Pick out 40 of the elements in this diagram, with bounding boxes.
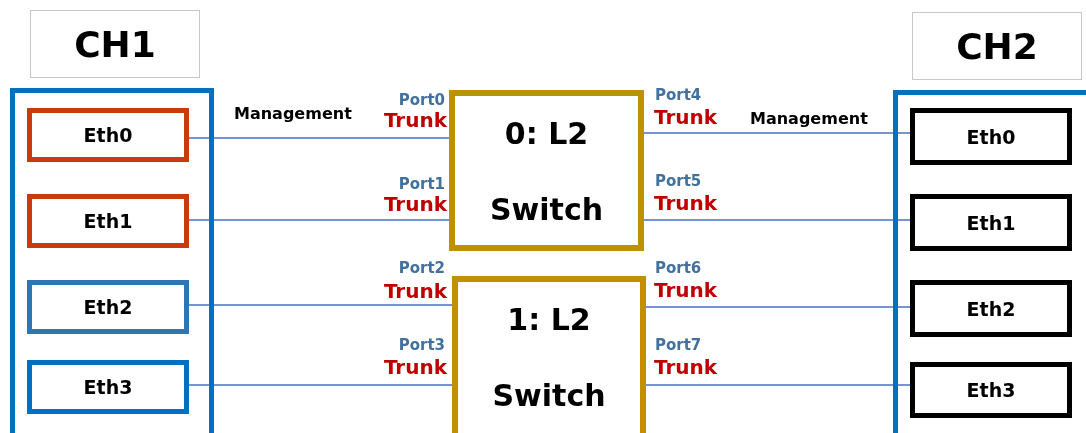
interface-box: Eth2	[27, 280, 189, 334]
interface-box: Eth0	[27, 108, 189, 162]
link-line	[643, 219, 911, 221]
host-frame	[10, 88, 214, 433]
port-label: Port1	[398, 176, 445, 193]
host-heading: CH1	[30, 10, 200, 78]
interface-box: Eth3	[27, 360, 189, 414]
switch-box: 1: L2 Switch	[452, 276, 646, 433]
port-label: Port5	[655, 173, 702, 190]
mode-label: Trunk	[383, 193, 447, 215]
mode-label: Trunk	[654, 106, 718, 128]
interface-box: Eth0	[910, 108, 1072, 165]
port-label: Port2	[398, 260, 445, 277]
host-heading: CH2	[912, 12, 1082, 80]
port-label: Port4	[655, 87, 702, 104]
host-frame	[893, 90, 1086, 433]
mode-label: Trunk	[654, 279, 718, 301]
interface-box: Eth1	[910, 194, 1072, 251]
interface-box: Eth3	[910, 362, 1072, 418]
link-line	[188, 384, 453, 386]
edge-label: Management	[232, 104, 354, 123]
link-line	[643, 132, 911, 134]
link-line	[645, 306, 911, 308]
link-line	[645, 384, 911, 386]
mode-label: Trunk	[654, 192, 718, 214]
mode-label: Trunk	[654, 356, 718, 378]
mode-label: Trunk	[383, 356, 447, 378]
port-label: Port0	[398, 92, 445, 109]
mode-label: Trunk	[383, 280, 447, 302]
interface-box: Eth1	[27, 194, 189, 248]
edge-label: Management	[748, 109, 870, 128]
port-label: Port3	[398, 337, 445, 354]
mode-label: Trunk	[383, 109, 447, 131]
port-label: Port6	[655, 260, 702, 277]
port-label: Port7	[655, 337, 702, 354]
link-line	[188, 304, 453, 306]
interface-box: Eth2	[910, 280, 1072, 337]
switch-box: 0: L2 Switch	[449, 90, 644, 251]
link-line	[188, 137, 450, 139]
link-line	[188, 219, 450, 221]
